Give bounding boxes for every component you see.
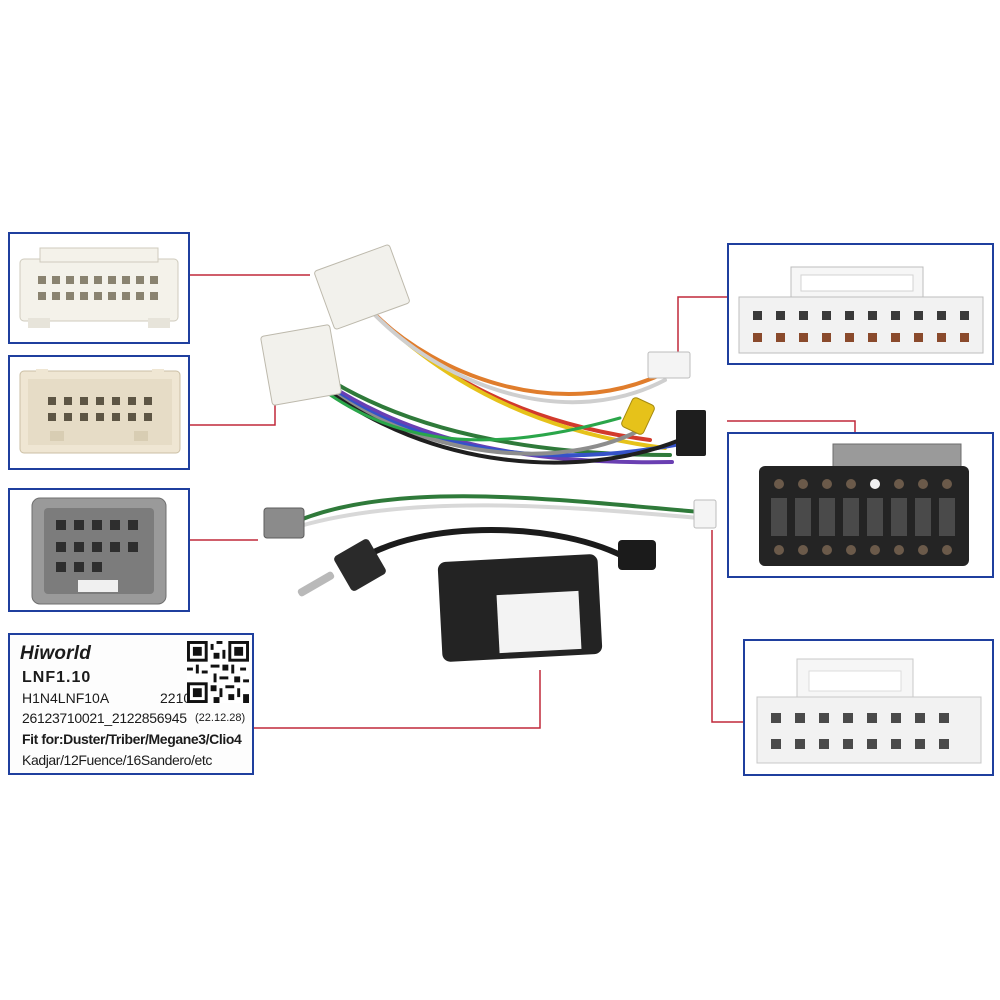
label-brand: Hiworld <box>20 643 92 664</box>
black-iso-connector-image <box>759 443 969 566</box>
leader-line-5 <box>677 296 727 355</box>
small-white-connector <box>693 499 717 529</box>
white-connector-image-2 <box>738 266 984 354</box>
harness-white-connectors <box>260 244 691 406</box>
label-part-code: H1N4LNF10A <box>22 690 110 706</box>
connector-closeup-panel-5 <box>727 432 994 578</box>
canbus-module <box>437 554 603 662</box>
wire-bundle <box>298 298 682 465</box>
grey-harness-connector <box>263 507 305 539</box>
rca-connector <box>621 397 655 435</box>
connector-closeup-panel-1 <box>8 232 190 344</box>
white-connector-image <box>19 247 179 328</box>
leader-line-6 <box>727 420 856 432</box>
connector-closeup-panel-6 <box>743 639 994 776</box>
green-wire-harness <box>298 494 702 528</box>
qr-code-icon <box>187 641 249 703</box>
label-model: LNF1.10 <box>22 669 92 686</box>
iso-connector <box>676 410 706 456</box>
connector-closeup-panel-4 <box>727 243 994 365</box>
connector-closeup-panel-2 <box>8 355 190 470</box>
label-serial: 26123710021_2122856945 <box>22 710 187 726</box>
leader-line-4 <box>254 670 541 729</box>
leader-line-2 <box>190 391 290 426</box>
label-fit-line-1: Fit for:Duster/Triber/Megane3/Clio4 <box>22 731 242 747</box>
grey-connector-image <box>31 497 167 605</box>
antenna-cable <box>297 527 656 597</box>
white-connector-image-3 <box>756 658 982 764</box>
label-closeup-panel: Hiworld LNF1.10 H1N4LNF10A 221026 261237… <box>8 633 254 775</box>
label-fit-line-2: Kadjar/12Fuence/16Sandero/etc <box>22 752 212 768</box>
connector-closeup-panel-3 <box>8 488 190 612</box>
label-serial-date: (22.12.28) <box>195 712 246 724</box>
cream-connector-image <box>19 369 181 454</box>
